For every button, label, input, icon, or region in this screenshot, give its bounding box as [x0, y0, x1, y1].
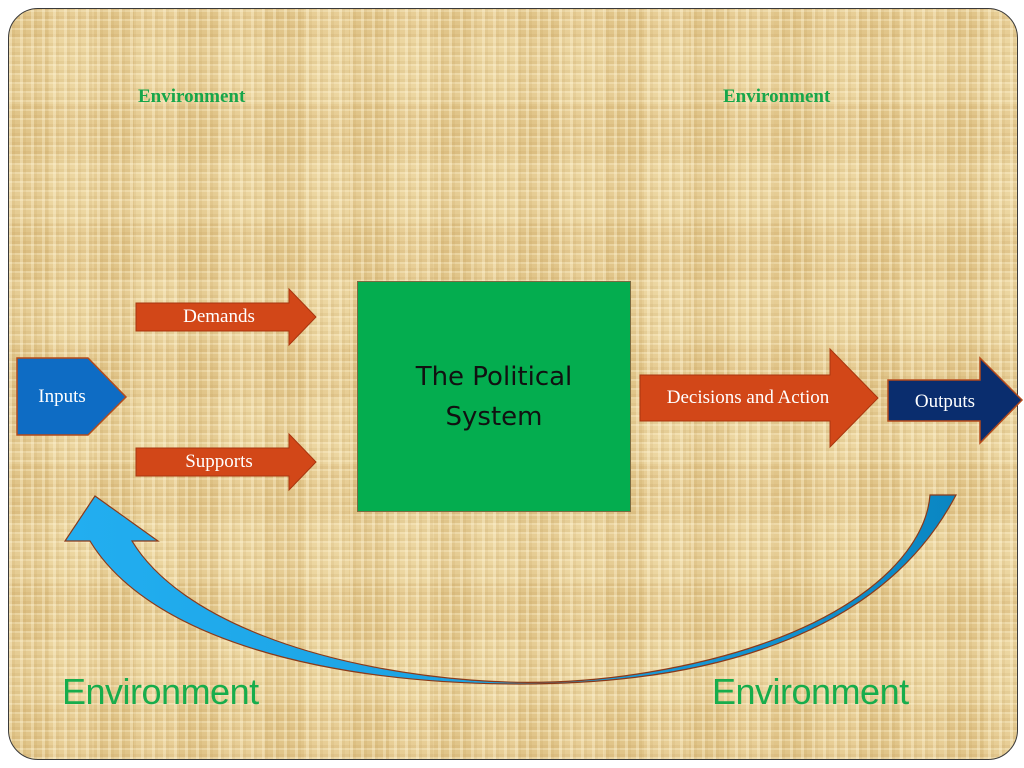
- inputs-shape: [16, 357, 128, 436]
- demands-arrow: [135, 287, 317, 347]
- environment-label-bottom-right: Environment: [712, 671, 909, 712]
- environment-label-top-right: Environment: [723, 86, 831, 107]
- inputs-label: Inputs: [38, 386, 86, 407]
- environment-label-top-left: Environment: [138, 86, 246, 107]
- supports-label: Supports: [185, 451, 253, 472]
- supports-arrow: [135, 432, 317, 492]
- demands-label: Demands: [183, 306, 255, 327]
- decisions-arrow: [639, 347, 879, 449]
- environment-label-bottom-left: Environment: [62, 671, 259, 712]
- decisions-label: Decisions and Action: [666, 387, 830, 408]
- political-system-box: The Political System: [357, 281, 631, 512]
- outputs-label: Outputs: [914, 391, 976, 412]
- outputs-arrow: [887, 356, 1024, 445]
- political-system-label: The Political System: [415, 361, 573, 432]
- feedback-arrow: [63, 494, 957, 685]
